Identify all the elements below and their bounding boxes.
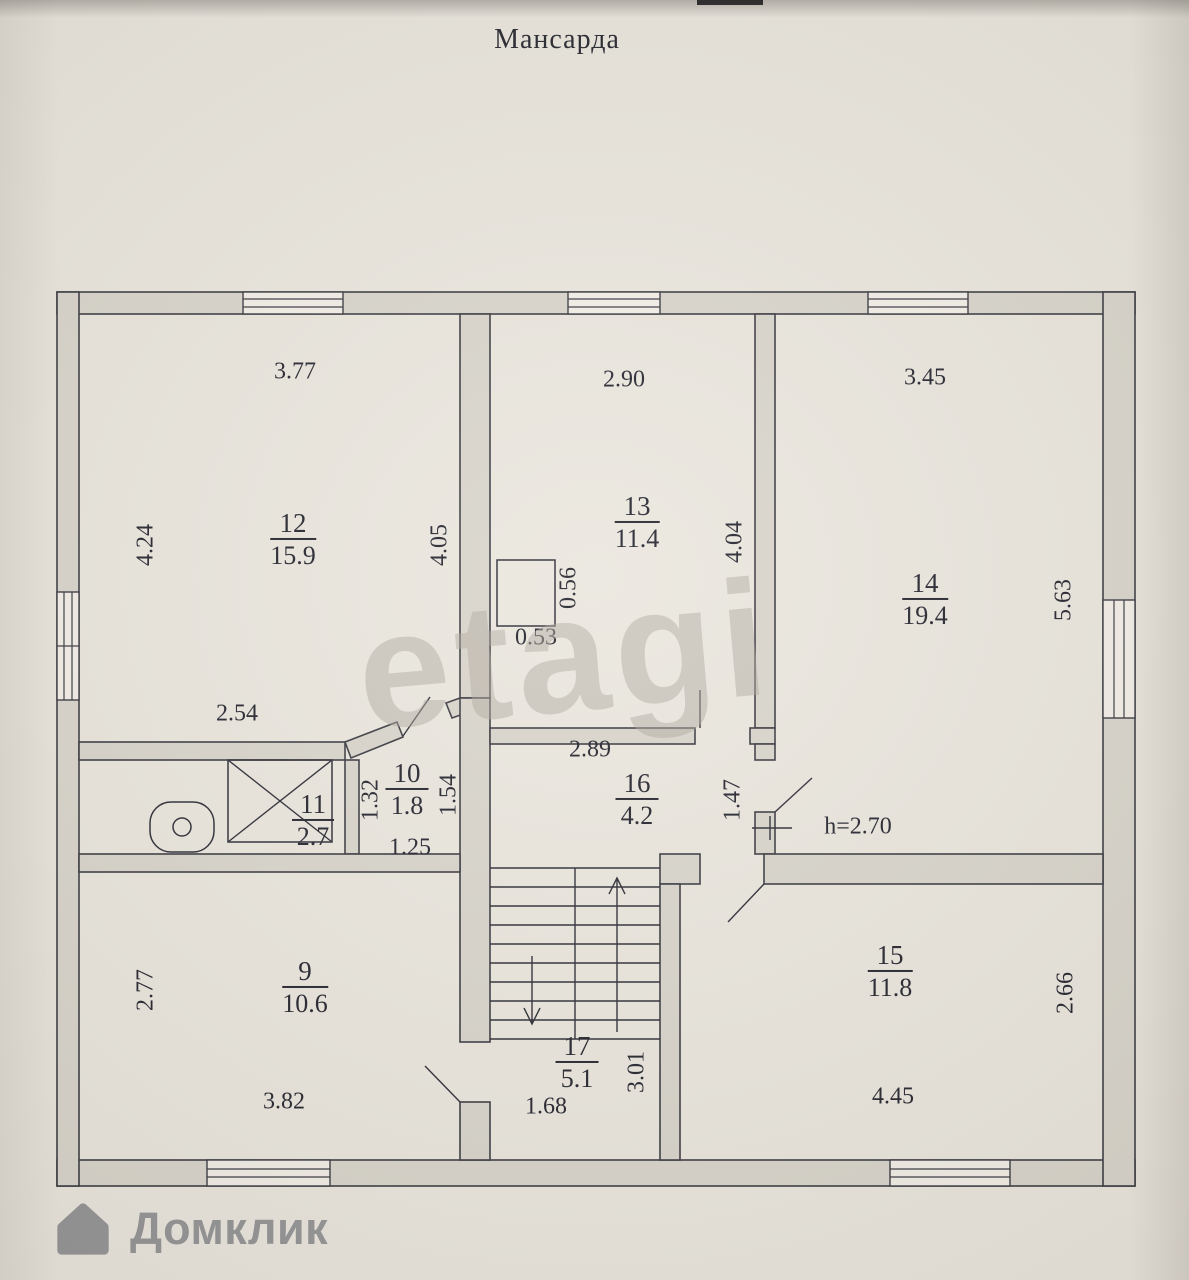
- dim-top-w14: 3.45: [904, 364, 946, 391]
- room-number: 11: [292, 789, 334, 822]
- room-number: 16: [615, 768, 659, 801]
- dim-top-w12: 3.77: [274, 358, 316, 385]
- wall-segment: [56, 291, 80, 1187]
- dim-bottom-w10: 1.25: [389, 834, 431, 861]
- room-area: 19.4: [902, 601, 948, 631]
- room-label-17: 17 5.1: [555, 1031, 599, 1094]
- dim-top-w13: 2.90: [603, 366, 645, 393]
- wall-segment: [763, 853, 1104, 885]
- window: [867, 291, 969, 315]
- door-leaf: [424, 1065, 461, 1103]
- dim-right-h12: 4.05: [426, 524, 453, 566]
- room-label-9: 9 10.6: [282, 956, 328, 1019]
- room-number: 10: [385, 758, 429, 791]
- room-area: 11.8: [867, 973, 913, 1003]
- staircase: [490, 867, 660, 1040]
- stair-down-arrow: [523, 956, 541, 1026]
- page-edge-mark: [697, 0, 763, 5]
- room-number: 12: [270, 508, 316, 541]
- room-label-11: 11 2.7: [292, 789, 334, 852]
- room-number: 13: [614, 491, 660, 524]
- dim-bottom-w12: 2.54: [216, 700, 258, 727]
- wall-segment: [78, 741, 346, 761]
- wall-segment: [749, 727, 776, 745]
- dim-bottom-w17: 1.68: [525, 1093, 567, 1120]
- room-label-12: 12 15.9: [270, 508, 316, 571]
- room-label-13: 13 11.4: [614, 491, 660, 554]
- wall-segment: [459, 1101, 491, 1161]
- window: [1102, 599, 1136, 719]
- wall-segment: [459, 313, 491, 699]
- domclick-house-icon: [57, 1203, 109, 1255]
- room-area: 1.8: [390, 791, 424, 821]
- shower-tray: [227, 759, 333, 843]
- door-leaf: [402, 696, 431, 737]
- window: [56, 591, 80, 701]
- closet: [496, 559, 556, 627]
- dim-bottom-w15: 4.45: [872, 1083, 914, 1110]
- wall-segment: [659, 883, 681, 1161]
- dim-bottom-w9: 3.82: [263, 1088, 305, 1115]
- dim-right-h17: 3.01: [623, 1051, 650, 1093]
- ceiling-height-note: h=2.70: [824, 813, 892, 840]
- room-area: 10.6: [282, 989, 328, 1019]
- height-tick: [752, 816, 792, 840]
- room-number: 15: [867, 940, 913, 973]
- wall-segment: [459, 697, 491, 1043]
- toilet: [149, 801, 215, 853]
- window: [567, 291, 661, 315]
- window: [206, 1159, 331, 1187]
- room-label-15: 15 11.8: [867, 940, 913, 1003]
- dim-right-h15: 2.66: [1052, 972, 1079, 1014]
- dim-left-h9: 2.77: [132, 969, 159, 1011]
- door-leaf: [774, 777, 813, 813]
- wall-segment: [754, 743, 776, 761]
- window: [889, 1159, 1011, 1187]
- dim-left-h11: 1.32: [357, 779, 384, 821]
- wall-segment: [754, 811, 776, 855]
- dim-right-h10: 1.54: [435, 774, 462, 816]
- room-label-16: 16 4.2: [615, 768, 659, 831]
- wall-segment: [343, 720, 405, 760]
- plan-title: Мансарда: [494, 24, 620, 55]
- windows: [56, 291, 1136, 1187]
- dim-right-h14: 5.63: [1050, 579, 1077, 621]
- wall-segment: [1102, 291, 1136, 1187]
- window: [242, 291, 344, 315]
- room-area: 5.1: [560, 1064, 594, 1094]
- interior-walls: [78, 313, 1104, 1161]
- wall-segment: [754, 313, 776, 729]
- brand-name: Домклик: [130, 1203, 329, 1254]
- stair-up-arrow: [608, 876, 626, 1032]
- room-area: 15.9: [270, 541, 316, 571]
- room-number: 9: [282, 956, 328, 989]
- room-number: 14: [902, 568, 948, 601]
- dim-right-h16: 1.47: [719, 779, 746, 821]
- room-label-10: 10 1.8: [385, 758, 429, 821]
- dim-right-h13: 4.04: [721, 521, 748, 563]
- room-area: 2.7: [296, 822, 330, 852]
- wall-segment: [78, 853, 461, 873]
- fixtures: [149, 559, 792, 853]
- room-label-14: 14 19.4: [902, 568, 948, 631]
- wall-segment: [489, 727, 696, 745]
- room-number: 17: [555, 1031, 599, 1064]
- doors: [402, 690, 813, 1103]
- wall-segment: [659, 853, 701, 885]
- dim-closet-h: 0.56: [555, 567, 582, 609]
- room-area: 4.2: [620, 801, 654, 831]
- brand-logo: Домклик: [52, 1198, 328, 1260]
- room-area: 11.4: [614, 524, 660, 554]
- dim-top-w16: 2.89: [569, 736, 611, 763]
- dim-closet-w: 0.53: [515, 624, 557, 651]
- door-leaf: [727, 883, 765, 923]
- dim-left-h12: 4.24: [132, 524, 159, 566]
